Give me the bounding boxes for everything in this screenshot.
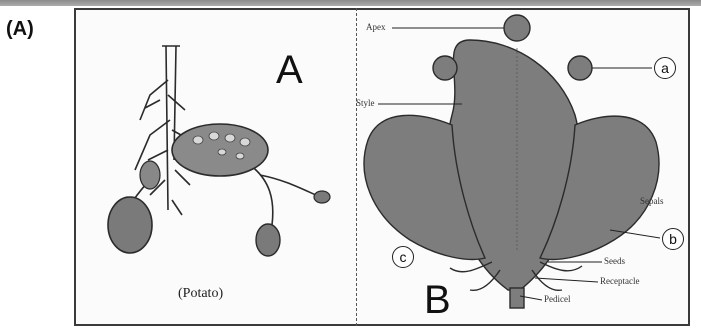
flower-left-knob [433,56,457,80]
potato-stolon-right [250,165,273,225]
panel-a-caption: (Potato) [178,286,223,302]
potato-stolon-right2 [260,175,318,196]
panel-a-letter: A [276,48,303,93]
potato-tuber-left [108,197,152,253]
label-side: Style [356,98,375,108]
label-right-mid: Sepals [640,196,664,206]
flower-top-knob [504,15,530,41]
marker-a: a [654,57,676,79]
flower-right-knob [568,56,592,80]
label-bottom-r3: Pedicel [544,294,571,304]
label-bottom-r2: Receptacle [600,276,639,286]
marker-c: c [392,246,414,268]
panel-b-letter: B [424,278,451,323]
label-bottom-r1: Seeds [604,256,625,266]
potato-stem [166,46,176,210]
label-top: Apex [366,22,386,32]
potato-tuber-bottom [256,224,280,256]
flower-pedicel [510,288,524,308]
potato-tuber-small [140,161,160,189]
marker-b: b [662,228,684,250]
potato-tuber-tip [314,191,330,203]
